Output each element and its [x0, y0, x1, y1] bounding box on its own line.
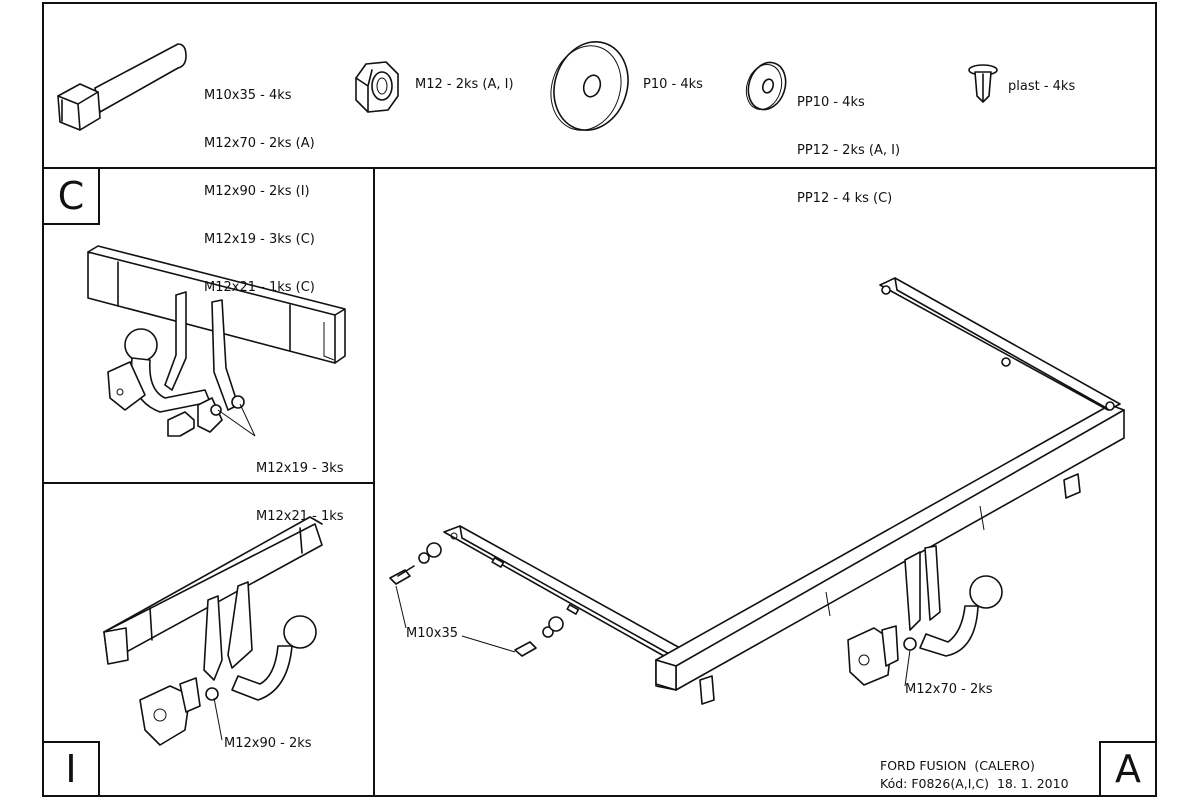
parts-row-divider	[42, 167, 1157, 169]
small-washer-drawing	[745, 61, 787, 111]
panel-c-callouts: M12x19 - 3ks M12x21 - 1ks	[256, 429, 344, 557]
bolt-spec-1: M10x35 - 4ks	[204, 88, 292, 103]
panel-a-towbar-drawing	[389, 277, 1125, 705]
bolt-part-drawing	[57, 43, 187, 131]
drawing-frame	[42, 2, 1157, 797]
footer-model: FORD FUSION (CALERO)	[880, 758, 1035, 773]
panel-a-letter-box: A	[1099, 741, 1157, 797]
small-washer-spec-3: PP12 - 4 ks (C)	[797, 191, 893, 206]
nut-spec: M12 - 2ks (A, I)	[415, 77, 514, 92]
panel-i-letter: I	[65, 747, 77, 791]
panel-c-callout-1: M12x19 - 3ks	[256, 461, 344, 476]
bolt-spec-4: M12x19 - 3ks (C)	[204, 232, 315, 247]
panel-c-callout-2: M12x21 - 1ks	[256, 509, 344, 524]
panel-i-letter-box: I	[42, 741, 100, 797]
small-washer-spec-1: PP10 - 4ks	[797, 95, 865, 110]
nut-part-drawing	[355, 61, 399, 113]
bolt-spec-3: M12x90 - 2ks (I)	[204, 184, 310, 199]
bolt-spec-5: M12x21 - 1ks (C)	[204, 280, 315, 295]
bolt-spec-2: M12x70 - 2ks (A)	[204, 136, 315, 151]
bolt-list: M10x35 - 4ks M12x70 - 2ks (A) M12x90 - 2…	[204, 56, 315, 328]
panel-a-letter: A	[1115, 747, 1141, 791]
panel-c-towbar-drawing	[87, 245, 346, 437]
panel-i-towbar-drawing	[103, 516, 323, 746]
large-washer-spec: P10 - 4ks	[643, 77, 703, 92]
panel-c-i-divider	[42, 482, 374, 484]
small-washer-spec-2: PP12 - 2ks (A, I)	[797, 143, 901, 158]
plastic-clip-spec: plast - 4ks	[1008, 79, 1076, 94]
panel-c-letter-box: C	[42, 167, 100, 225]
left-column-divider	[373, 167, 375, 797]
large-washer-drawing	[550, 40, 629, 132]
panel-i-callout: M12x90 - 2ks	[224, 736, 312, 751]
small-washer-list: PP10 - 4ks PP12 - 2ks (A, I) PP12 - 4 ks…	[797, 63, 900, 239]
panel-a-callout-bolt: M10x35	[406, 626, 458, 641]
footer-code: Kód: F0826(A,I,C) 18. 1. 2010	[880, 776, 1069, 791]
panel-c-letter: C	[57, 174, 85, 218]
plastic-clip-drawing	[968, 64, 998, 103]
panel-a-callout-ball: M12x70 - 2ks	[905, 682, 993, 697]
